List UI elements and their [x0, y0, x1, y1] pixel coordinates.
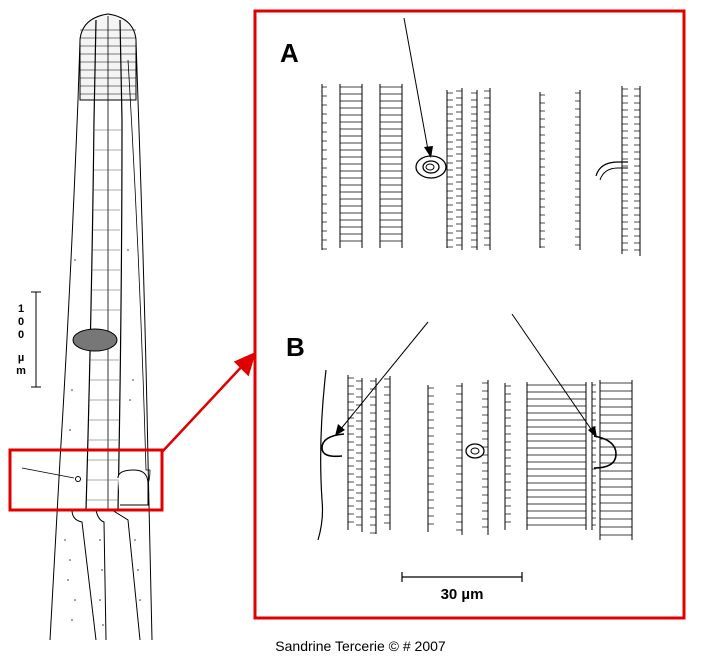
right-scale-label: 30 µm [441, 586, 484, 603]
copyright-credit: Sandrine Tercerie © # 2007 [275, 638, 446, 654]
zoom-arrow [161, 351, 256, 453]
highlight-region-box [8, 448, 164, 512]
panel-b-right-papilla [593, 435, 617, 469]
pore-pointer-line [21, 467, 75, 479]
panel-a-arrow-line [403, 17, 429, 151]
left-scale-char-6: m [16, 365, 26, 377]
panel-a-annotations [403, 17, 628, 181]
body-stipple [64, 249, 141, 626]
pore-mark [75, 476, 81, 482]
left-scale-char-5: µ [18, 352, 24, 364]
panel-a-hook [595, 161, 628, 177]
esophagus-hatching [87, 129, 121, 501]
panel-a-label: A [280, 38, 299, 68]
left-scale-char-1: 1 [18, 303, 24, 315]
panel-b-arrow-left-line [339, 321, 429, 431]
panel-a-arrowhead [424, 146, 433, 158]
right-scale-bar [401, 572, 523, 582]
panel-b-annotations [317, 313, 617, 541]
panel-b-center-pore [465, 443, 485, 459]
panel-b-arrow-right-line [511, 313, 594, 433]
left-scale-bar [31, 291, 41, 388]
panel-b-arrowhead-right [588, 426, 597, 438]
panel-b-arrowhead-left [335, 424, 345, 436]
nematode-body-drawing [21, 13, 153, 641]
detail-panel-frame [253, 9, 686, 620]
nerve-ring [72, 328, 118, 352]
panel-a-striations [321, 84, 641, 256]
panel-b-left-papilla [321, 433, 345, 458]
left-scale-char-2: 0 [18, 316, 24, 328]
panel-a-pore [415, 155, 447, 179]
left-scale-char-3: 0 [18, 329, 24, 341]
panel-b-wavy-edge [317, 369, 327, 541]
panel-b-striations [347, 375, 633, 540]
panel-b-label: B [286, 332, 305, 362]
